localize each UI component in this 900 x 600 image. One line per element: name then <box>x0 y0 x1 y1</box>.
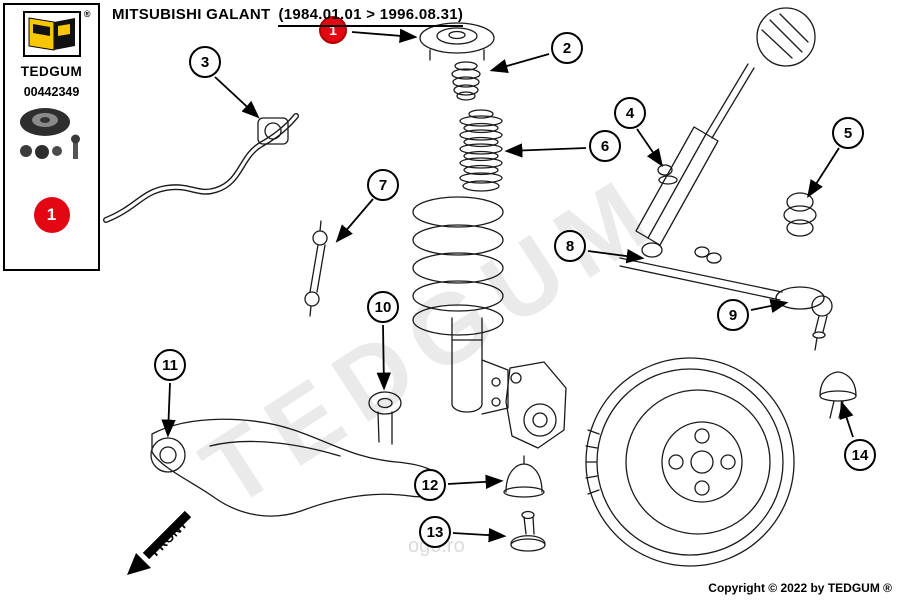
brand-panel: ® TEDGUM 00442349 1 <box>3 3 100 271</box>
front-label: FRONT <box>148 517 190 559</box>
callout-14: 14 <box>844 439 876 471</box>
ball-joint-drawing <box>510 510 546 552</box>
callout-11: 11 <box>154 349 186 381</box>
callout-12: 12 <box>414 469 446 501</box>
part-number: 00442349 <box>23 85 80 99</box>
callout-4: 4 <box>614 97 646 129</box>
brand-name: TEDGUM <box>20 64 83 79</box>
dust-boot-drawing <box>459 109 503 192</box>
callout-2: 2 <box>551 32 583 64</box>
rubber-buffer-drawing <box>783 192 817 237</box>
part-thumbnails <box>5 105 98 176</box>
page-title: MITSUBISHI GALANT (1984.01.01 > 1996.08.3… <box>112 6 464 27</box>
bump-stop-drawing <box>451 61 481 101</box>
copyright-notice: Copyright © 2022 by TEDGUM ® <box>708 581 892 595</box>
coil-spring-drawing <box>412 196 504 336</box>
vehicle-model: MITSUBISHI GALANT <box>112 6 271 23</box>
strut-mount-drawing <box>419 22 495 61</box>
wheel-tire-drawing <box>585 357 795 567</box>
front-arrow: FRONT <box>127 510 192 575</box>
steering-knuckle-drawing <box>505 361 567 449</box>
shock-absorber-drawing <box>635 7 816 258</box>
tie-rod-drawing <box>619 257 833 351</box>
strut-mount-kit-photo <box>19 108 80 159</box>
callout-3: 3 <box>189 46 221 78</box>
stabilizer-bar-drawing <box>103 113 299 223</box>
callout-5: 5 <box>832 117 864 149</box>
vehicle-date-range: (1984.01.01 > 1996.08.31) <box>278 6 464 27</box>
registered-trademark: ® <box>83 9 91 19</box>
callout-1: 1 <box>319 16 347 44</box>
shock-bushing-drawing <box>657 164 678 185</box>
callout-6: 6 <box>589 130 621 162</box>
washer-stack-drawing <box>694 246 722 264</box>
tedgum-logo: ® <box>22 9 91 62</box>
tie-rod-boot-drawing <box>819 371 857 419</box>
tedgum-logo-emblem <box>22 11 81 57</box>
callout-7: 7 <box>367 169 399 201</box>
ball-joint-boot-drawing <box>503 455 545 498</box>
stabilizer-link-drawing <box>304 220 328 317</box>
kit-position-badge: 1 <box>33 197 70 233</box>
callout-10: 10 <box>367 291 399 323</box>
callout-8: 8 <box>554 230 586 262</box>
callout-13: 13 <box>419 516 451 548</box>
callout-9: 9 <box>717 299 749 331</box>
